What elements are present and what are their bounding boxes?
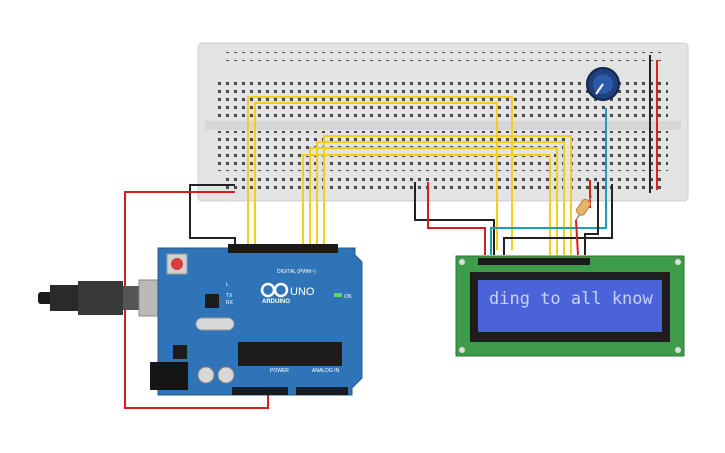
bottom-rail-row-2 — [225, 186, 665, 192]
wire-contrast[interactable] — [503, 184, 613, 255]
lcd-mount-hole-1 — [459, 259, 465, 265]
wire-lcd-vcc[interactable] — [427, 182, 486, 255]
capacitor-2 — [217, 366, 235, 384]
breadboard[interactable] — [197, 42, 689, 202]
power-label: POWER — [270, 368, 289, 374]
potentiometer[interactable] — [586, 67, 620, 101]
reset-button-icon[interactable] — [171, 258, 183, 270]
wire-lcd-k[interactable] — [584, 182, 599, 255]
usb-plug[interactable] — [38, 279, 178, 317]
digital-pwm-label: DIGITAL (PWM~) — [277, 269, 316, 275]
power-header[interactable] — [232, 387, 288, 395]
power-wires[interactable] — [124, 108, 613, 409]
on-led — [334, 293, 342, 297]
lower-terminal-strip — [218, 131, 668, 171]
arduino-model-text: UNO — [290, 286, 315, 298]
yellow-wires[interactable] — [247, 96, 572, 255]
wire-5v-loop[interactable] — [124, 191, 269, 409]
wire-gnd-top[interactable] — [189, 184, 236, 250]
lcd-pin-header — [478, 258, 590, 265]
analog-header[interactable] — [296, 387, 348, 395]
crystal — [195, 317, 235, 331]
lcd-module[interactable]: ding to all know — [455, 255, 685, 357]
rx-led-label: RX — [226, 300, 234, 306]
wire-pin12[interactable] — [247, 96, 513, 250]
l-led-label: L — [226, 282, 229, 288]
resistor-icon[interactable] — [575, 198, 591, 216]
atmega-chip — [238, 342, 342, 366]
resistor[interactable] — [575, 195, 593, 256]
power-jack-icon[interactable] — [150, 362, 188, 390]
wire-pin2[interactable] — [323, 135, 572, 255]
top-rail-row-1 — [225, 52, 665, 58]
infinity-logo — [260, 282, 289, 298]
arduino-board[interactable]: ARDUINO UNO DIGITAL (PWM~) POWER ANALOG … — [150, 244, 363, 396]
lcd-mount-hole-2 — [675, 259, 681, 265]
top-rail-row-2 — [225, 60, 665, 66]
bottom-rail-row-1 — [225, 178, 665, 184]
lcd-screen — [478, 280, 662, 332]
digital-header[interactable] — [228, 244, 338, 253]
capacitor-1 — [197, 366, 215, 384]
wire-pin11[interactable] — [254, 102, 498, 250]
lcd-mount-hole-3 — [459, 347, 465, 353]
analog-in-label: ANALOG IN — [312, 368, 340, 374]
lcd-text: ding to all know — [489, 289, 654, 309]
regulator — [173, 345, 187, 359]
usb-plug-icon[interactable] — [78, 281, 123, 315]
on-led-label: ON — [344, 294, 352, 300]
wire-pin4[interactable] — [309, 147, 558, 255]
wire-pot-wiper[interactable] — [490, 108, 607, 255]
wire-lcd-gnd[interactable] — [414, 182, 495, 255]
usb-chip — [205, 294, 219, 308]
wire-pin3[interactable] — [316, 141, 565, 255]
tx-led-label: TX — [226, 293, 233, 299]
wire-pin5[interactable] — [302, 154, 551, 255]
lcd-mount-hole-4 — [675, 347, 681, 353]
arduino-brand-text: ARDUINO — [262, 299, 290, 305]
center-channel — [205, 121, 681, 130]
